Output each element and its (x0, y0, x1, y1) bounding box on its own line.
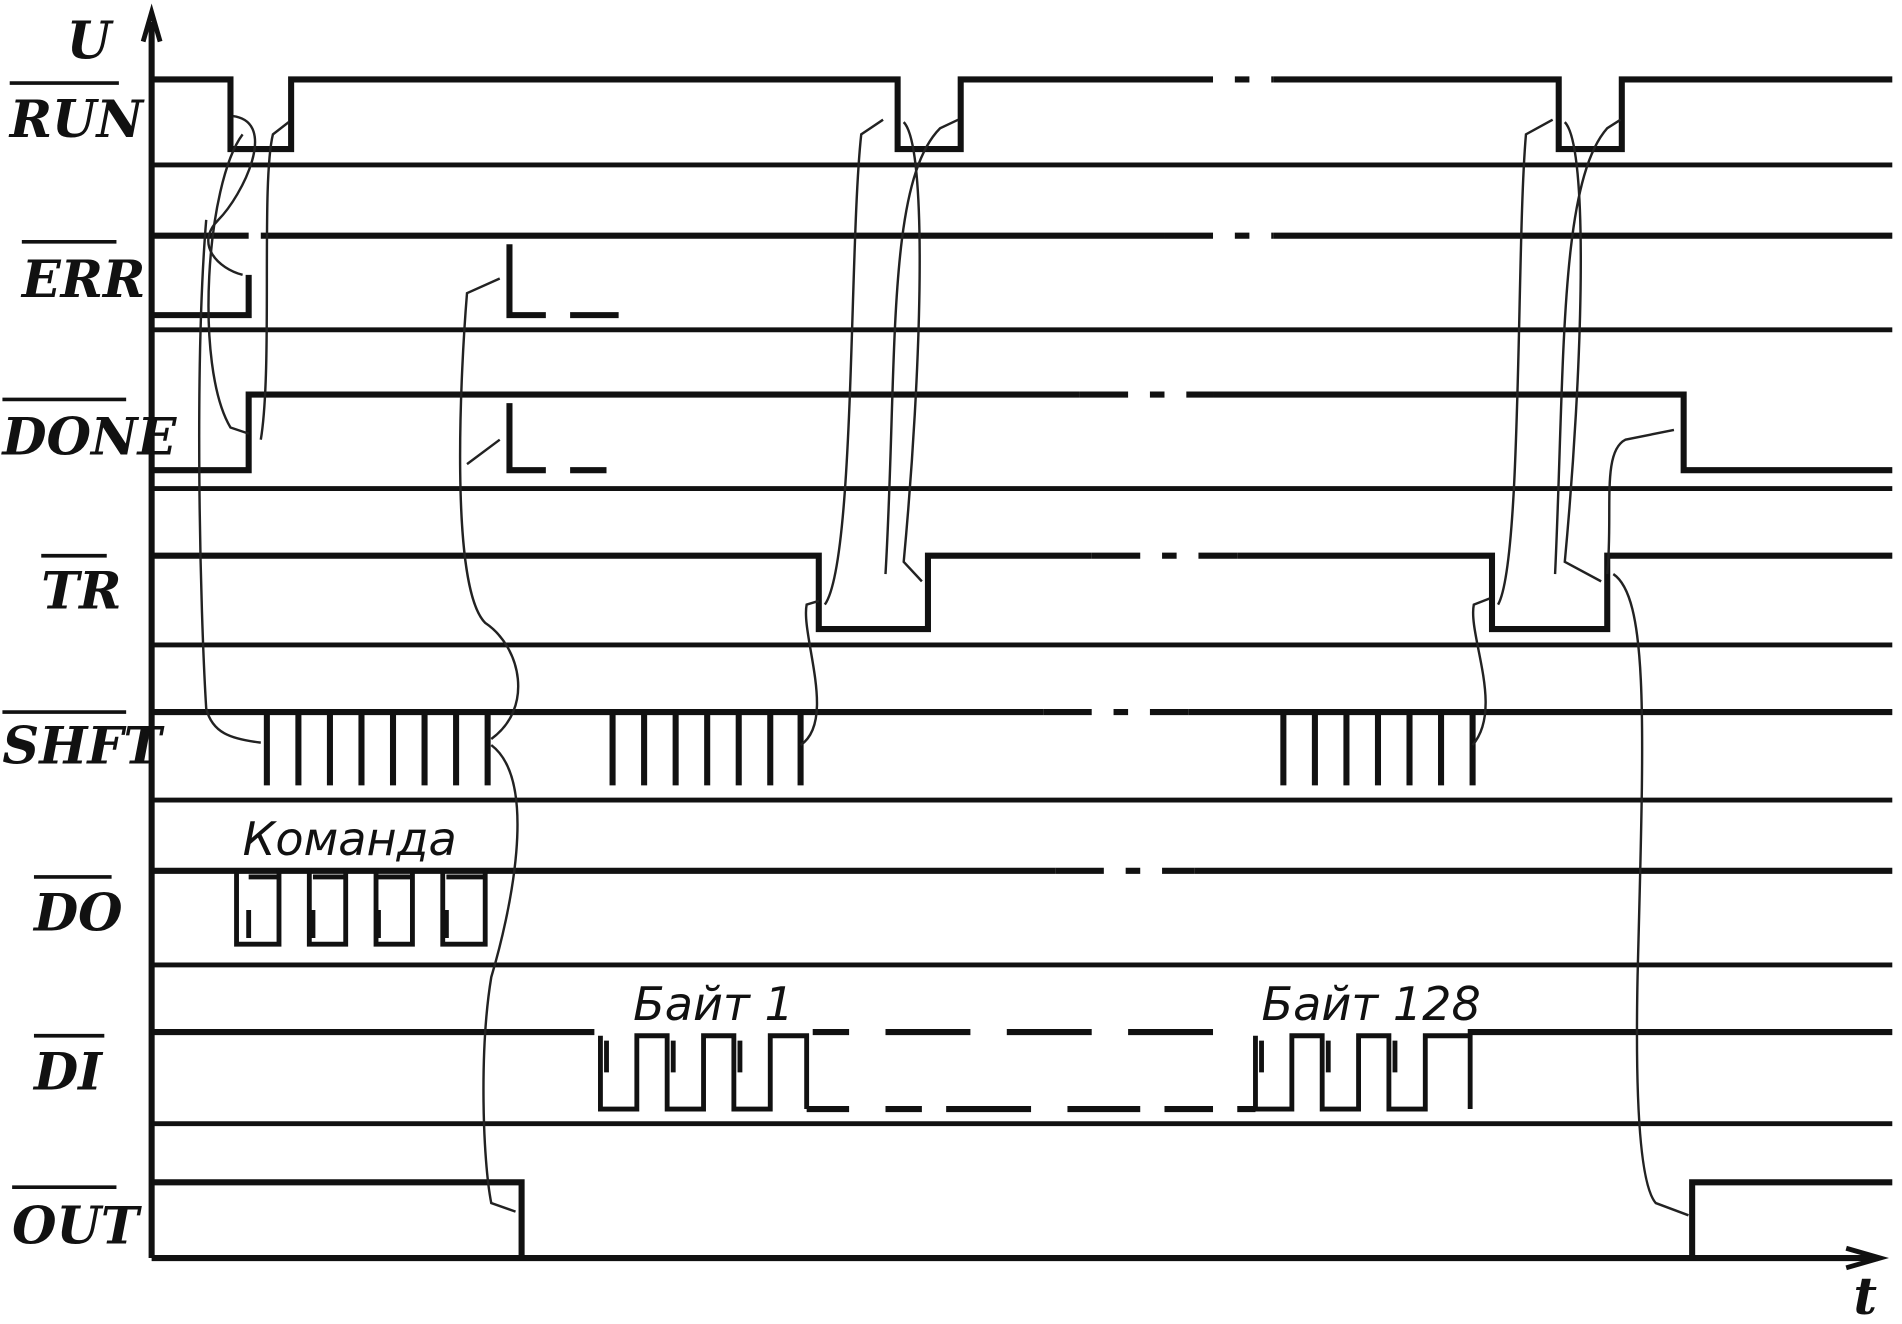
arrow-to-done (466, 438, 501, 466)
signal-labels: RUN ERR DONE TR SHFT DO DI OUT (0, 81, 177, 1256)
x-axis-label: t (1853, 1267, 1877, 1324)
waveform-tr (151, 552, 1893, 633)
annotation-byte-1: Байт 1 (633, 977, 794, 1031)
arrow-shft-to-out (482, 744, 519, 1213)
arrow-tr-to-done (1606, 428, 1675, 575)
arrow-run-to-err (207, 114, 257, 277)
arrow-tr-to-run-4 (1553, 118, 1622, 575)
label-di: DI (32, 1042, 104, 1102)
arrow-run-to-tr-3 (1563, 121, 1602, 583)
arrow-run-to-done (207, 133, 250, 435)
y-axis-label: U (67, 11, 115, 71)
waveform-err (151, 232, 1893, 319)
causality-arrows (198, 114, 1689, 1217)
annotation-command: Команда (243, 812, 457, 866)
axes: U t (67, 3, 1889, 1324)
arrow-tr-to-run-2 (884, 118, 959, 575)
label-run: RUN (8, 90, 146, 150)
label-done: DONE (0, 407, 177, 467)
label-out: OUT (12, 1196, 143, 1256)
waveforms (151, 76, 1893, 1259)
row-separators (151, 162, 1893, 1127)
waveform-do-data (234, 868, 488, 947)
arrow-tr-to-out (1612, 573, 1689, 1217)
label-shft: SHFT (2, 716, 165, 776)
waveform-run (151, 76, 1893, 153)
annotation-byte-128: Байт 128 (1262, 977, 1481, 1031)
waveform-shft (151, 709, 1893, 786)
arrow-shft-to-tr-2 (1471, 597, 1491, 746)
arrow-shft-to-tr (799, 599, 820, 747)
label-do: DO (32, 884, 123, 944)
arrow-tr-to-run-3 (1497, 118, 1554, 606)
arrow-shft-to-err (458, 277, 520, 740)
label-err: ERR (20, 250, 145, 310)
arrow-tr-to-run (823, 118, 884, 606)
arrow-done-to-run (259, 121, 290, 440)
x-axis-arrow (1845, 1245, 1889, 1271)
arrow-done-to-shft (198, 219, 261, 744)
arrow-run-to-tr (902, 121, 923, 583)
waveform-out (151, 1179, 1893, 1259)
waveform-di-data (598, 1033, 1473, 1112)
y-axis-arrow (140, 3, 163, 43)
label-tr: TR (41, 561, 121, 621)
waveform-done (151, 391, 1893, 474)
